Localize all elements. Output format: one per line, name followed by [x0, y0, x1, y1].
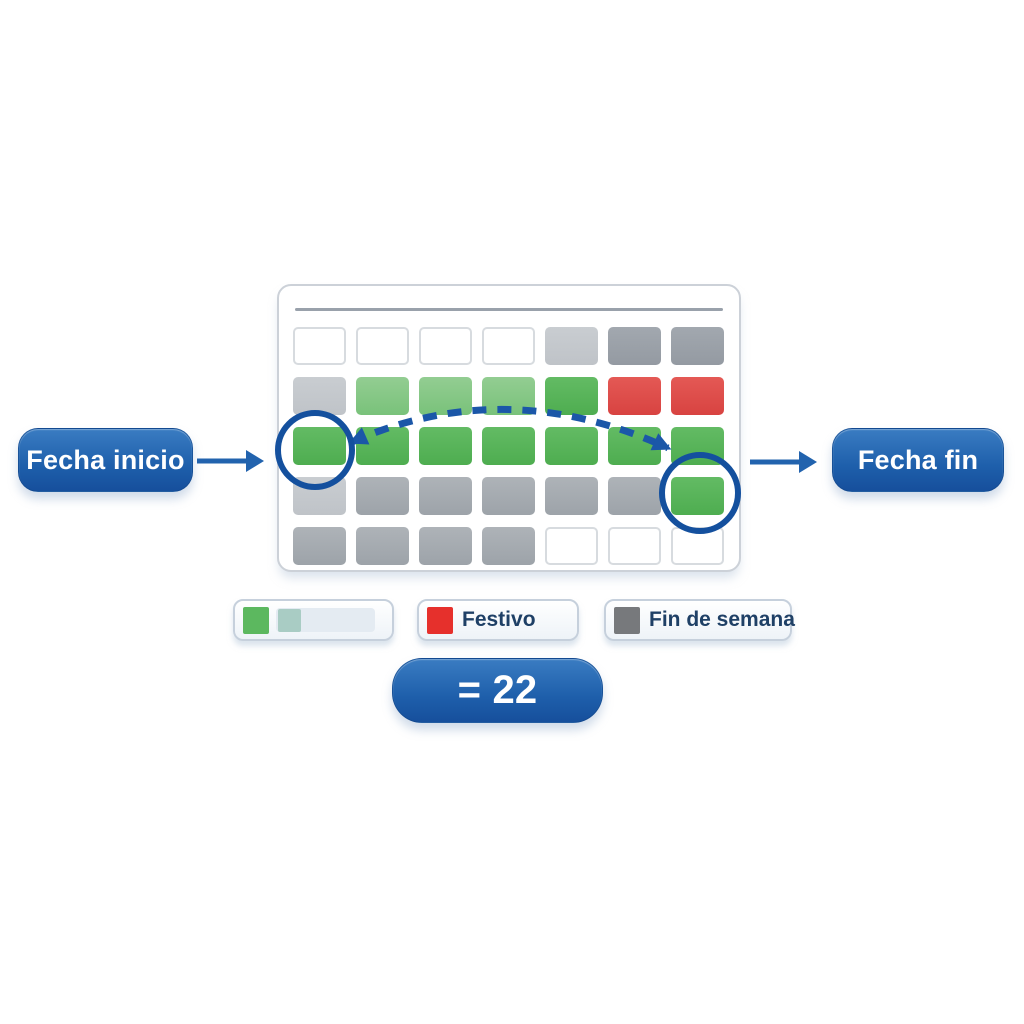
calendar-cell[interactable]	[608, 477, 661, 515]
calendar-cell[interactable]	[608, 377, 661, 415]
calendar-cell[interactable]	[482, 427, 535, 465]
calendar-cell[interactable]	[608, 527, 661, 565]
calendar-cell[interactable]	[545, 327, 598, 365]
calendar-cell[interactable]	[293, 327, 346, 365]
calendar-grid	[293, 327, 724, 565]
calendar-cell[interactable]	[356, 327, 409, 365]
calendar-header-divider	[295, 308, 723, 311]
legend-festivo-label: Festivo	[462, 608, 536, 631]
calendar-cell[interactable]	[419, 327, 472, 365]
legend-red-swatch	[427, 606, 453, 634]
calendar-cell[interactable]	[608, 327, 661, 365]
calendar-cell[interactable]	[545, 477, 598, 515]
end-date-button[interactable]: Fecha fin	[832, 428, 1004, 492]
legend-faded-green-swatch	[278, 608, 301, 632]
calendar-cell[interactable]	[671, 477, 724, 515]
legend-fin-de-semana-label: Fin de semana	[649, 608, 795, 631]
legend-item-fin-de-semana: Fin de semana	[604, 599, 795, 641]
calendar-cell[interactable]	[545, 377, 598, 415]
calendar-cell[interactable]	[671, 377, 724, 415]
result-days-badge: = 22	[392, 658, 603, 723]
calendar-cell[interactable]	[545, 427, 598, 465]
calendar-cell[interactable]	[419, 527, 472, 565]
calendar-cell[interactable]	[419, 427, 472, 465]
calendar-cell[interactable]	[293, 477, 346, 515]
legend-rango-strip	[276, 608, 375, 632]
calendar-cell[interactable]	[356, 527, 409, 565]
calendar-cell[interactable]	[356, 427, 409, 465]
arrow-calendar-to-end	[750, 451, 817, 473]
calendar-cell[interactable]	[671, 527, 724, 565]
legend-item-rango	[233, 599, 394, 641]
legend-green-swatch	[243, 606, 269, 634]
calendar-cell[interactable]	[293, 377, 346, 415]
calendar-cell[interactable]	[671, 427, 724, 465]
calendar-cell[interactable]	[293, 427, 346, 465]
calendar-cell[interactable]	[482, 477, 535, 515]
calendar-cell[interactable]	[482, 377, 535, 415]
calendar-cell[interactable]	[356, 477, 409, 515]
calendar-cell[interactable]	[419, 377, 472, 415]
calendar-cell[interactable]	[293, 527, 346, 565]
legend-gray-swatch	[614, 606, 640, 634]
calendar-cell[interactable]	[419, 477, 472, 515]
calendar-cell[interactable]	[545, 527, 598, 565]
calendar-cell[interactable]	[671, 327, 724, 365]
calendar-cell[interactable]	[608, 427, 661, 465]
calendar-cell[interactable]	[482, 327, 535, 365]
arrow-start-to-calendar	[197, 450, 264, 472]
start-date-button[interactable]: Fecha inicio	[18, 428, 193, 492]
calendar-cell[interactable]	[356, 377, 409, 415]
calendar-panel	[277, 284, 741, 572]
calendar-cell[interactable]	[482, 527, 535, 565]
legend-item-festivo: Festivo	[417, 599, 579, 641]
